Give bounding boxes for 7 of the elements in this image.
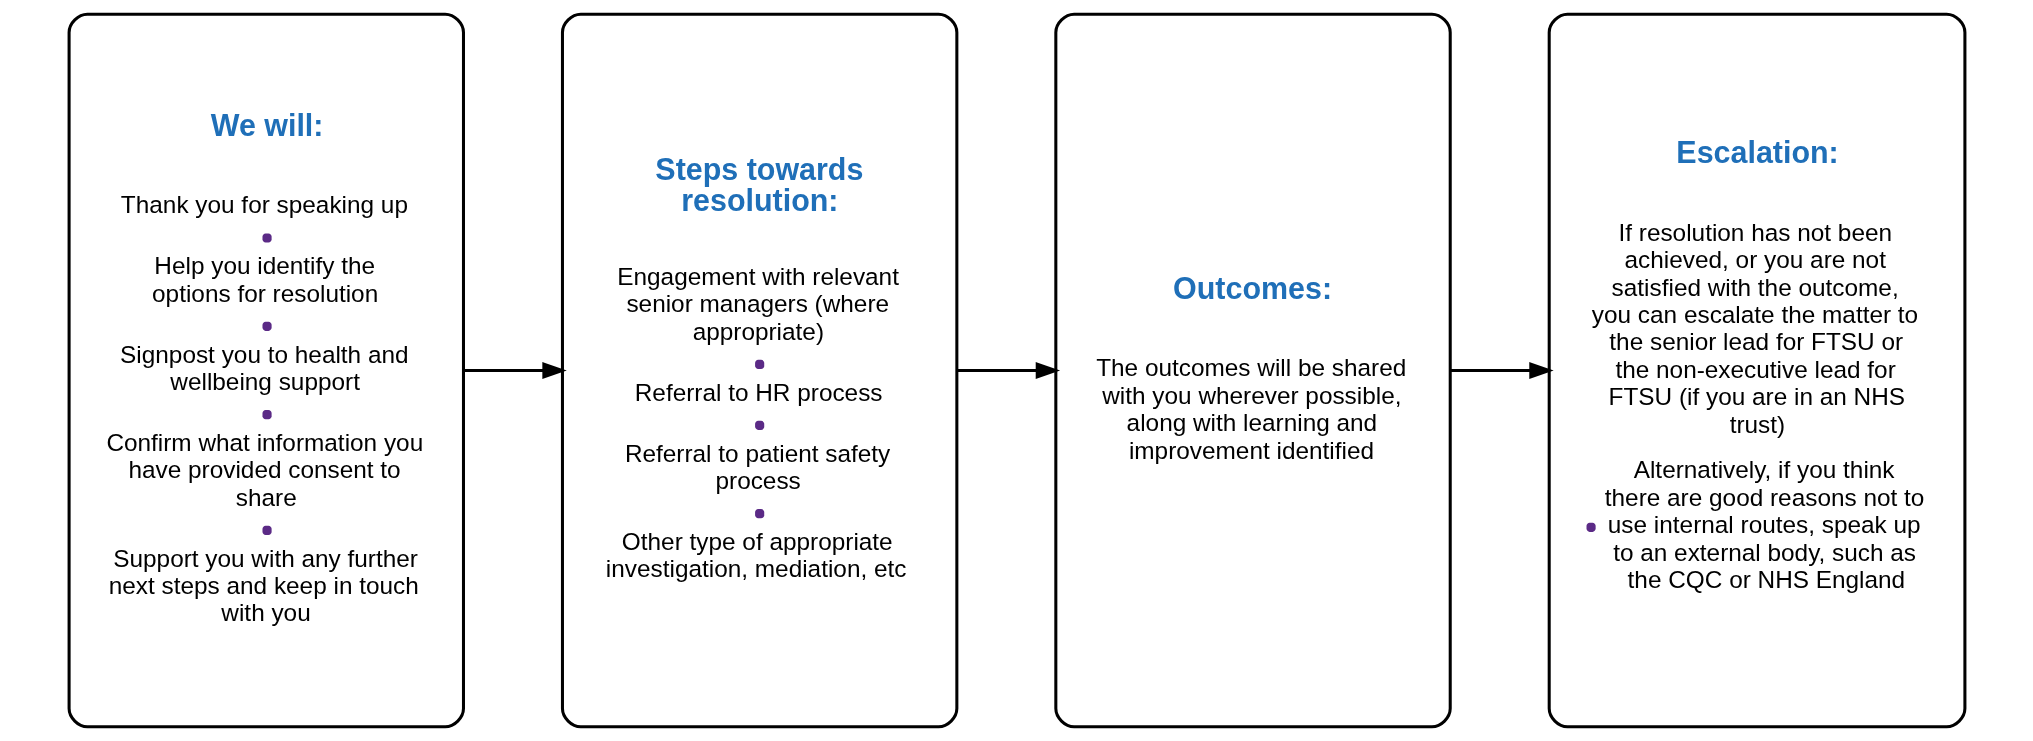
node-box: Steps towards resolution: Engagement with relevant senior managers (where appropriate) Referral to HR process Referral to patient safety process Other type of appropriate investigation, mediation, etc [560,12,958,729]
arrow [1449,361,1554,380]
node-box: We will: Thank you for speaking up Help you identify the options for resolution Signpost you to health and wellbeing support Confirm what information you have provided consent to share Support you with any further next steps and keep in touch with you [67,12,465,729]
node-box: Outcomes: The outcomes will be shared with you wherever possible, along with learning and improvement identified [1053,12,1452,729]
arrow [956,361,1060,380]
arrow [463,361,567,380]
node-box: Escalation: If resolution has not been achieved, or you are not satisfied with the outcome, you can escalate the matter to the senior lead for FTSU or the non-executive lead for FTSU (if you are in an NHS trust) Alternatively, if you think there are good reasons not to use internal routes, speak up to an external body, such as the CQC or NHS England [1547,12,1966,729]
